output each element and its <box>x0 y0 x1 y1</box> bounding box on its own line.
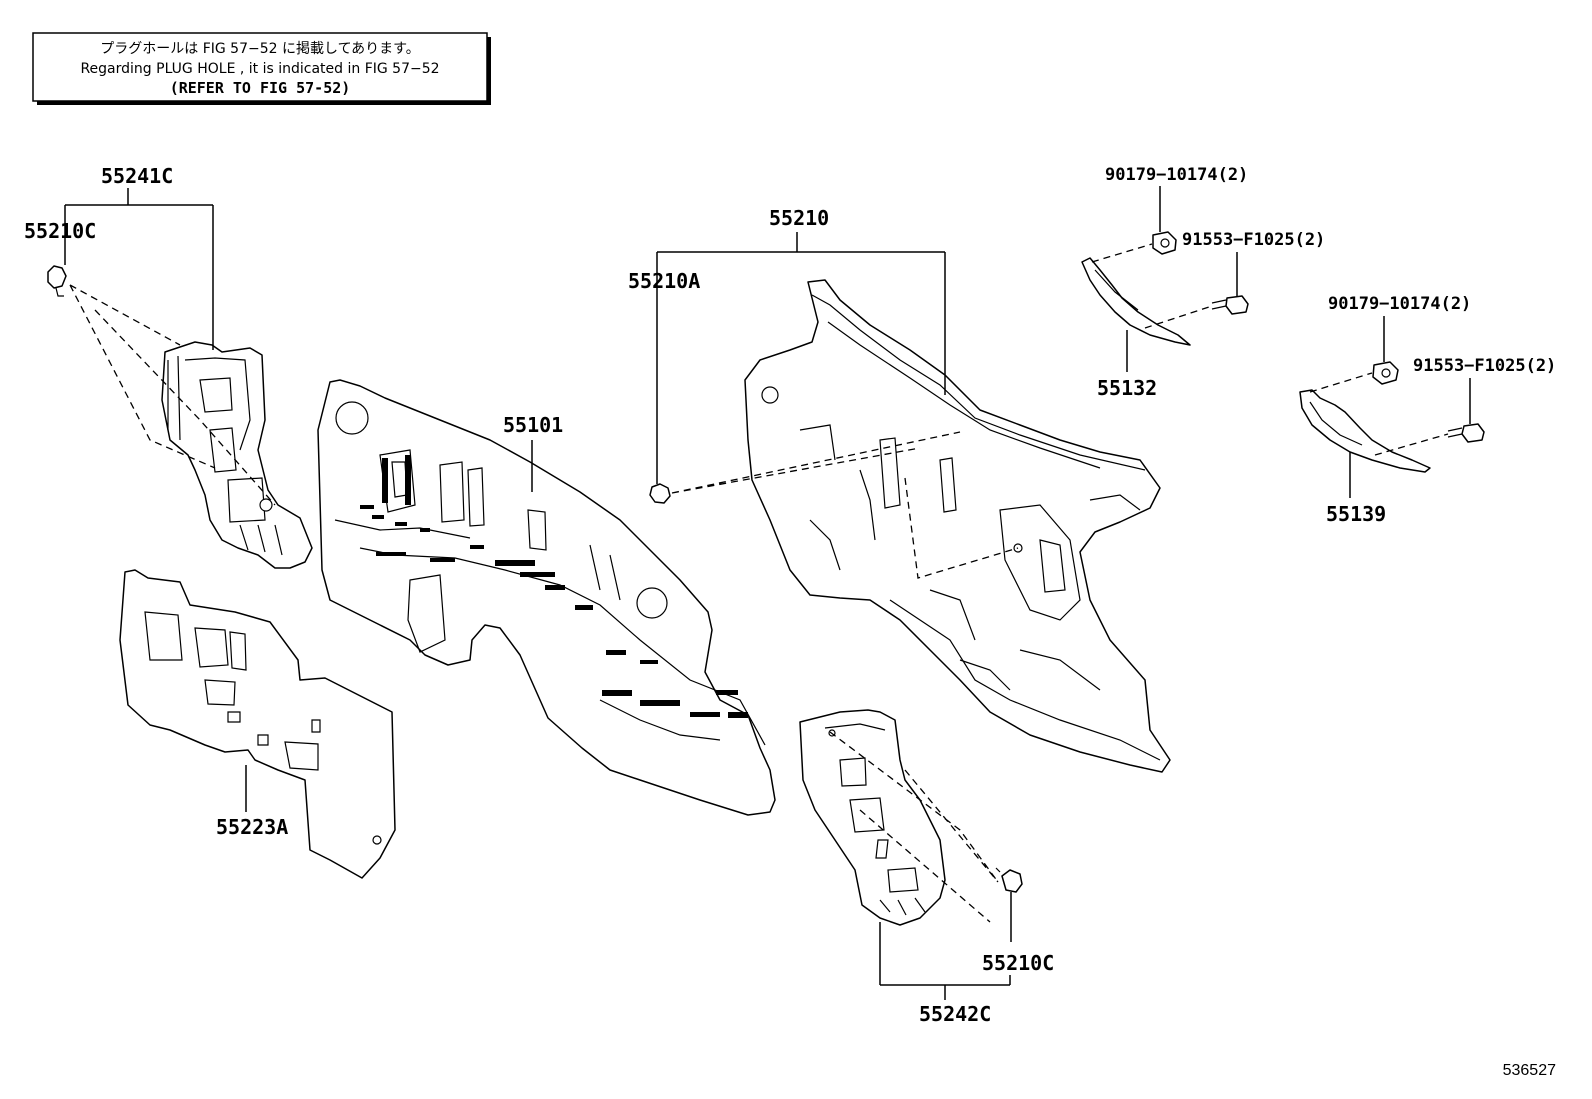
label-55223A: 55223A <box>216 815 288 839</box>
label-55132: 55132 <box>1097 376 1157 400</box>
part-55139[interactable] <box>1299 389 1431 473</box>
clip-55210A[interactable] <box>649 483 671 504</box>
bolt-91553-a[interactable] <box>1211 295 1249 315</box>
note-box: プラグホールは FIG 57−52 に掲載してあります。 Regarding P… <box>32 32 491 105</box>
label-55210C-top: 55210C <box>24 219 96 243</box>
part-55223A[interactable] <box>119 569 396 879</box>
part-55242C[interactable] <box>799 709 946 926</box>
label-55210: 55210 <box>769 206 829 230</box>
label-55242C: 55242C <box>919 1002 991 1026</box>
note-line-en: Regarding PLUG HOLE , it is indicated in… <box>80 61 439 77</box>
note-line-ref: (REFER TO FIG 57-52) <box>170 79 351 97</box>
part-55132[interactable] <box>1081 257 1191 346</box>
clip-55210C-top[interactable] <box>47 265 67 297</box>
label-91553-b: 91553−F1025(2) <box>1413 356 1556 376</box>
label-55241C: 55241C <box>101 164 173 188</box>
part-55241C[interactable] <box>161 341 313 569</box>
label-55210A: 55210A <box>628 269 700 293</box>
label-55139: 55139 <box>1326 502 1386 526</box>
label-91553-a: 91553−F1025(2) <box>1182 230 1325 250</box>
bolt-91553-b[interactable] <box>1447 423 1485 443</box>
part-55210[interactable] <box>744 279 1171 773</box>
figure-id: 536527 <box>1503 1062 1556 1079</box>
nut-90179-b[interactable] <box>1372 361 1399 385</box>
clip-55210C-bottom[interactable] <box>995 867 1023 893</box>
label-55101: 55101 <box>503 413 563 437</box>
part-55101[interactable] <box>317 379 776 816</box>
label-55210C-bottom: 55210C <box>982 951 1054 975</box>
label-90179-b: 90179−10174(2) <box>1328 294 1471 314</box>
nut-90179-a[interactable] <box>1152 231 1177 255</box>
note-line-ja: プラグホールは FIG 57−52 に掲載してあります。 <box>100 41 420 57</box>
label-90179-a: 90179−10174(2) <box>1105 165 1248 185</box>
